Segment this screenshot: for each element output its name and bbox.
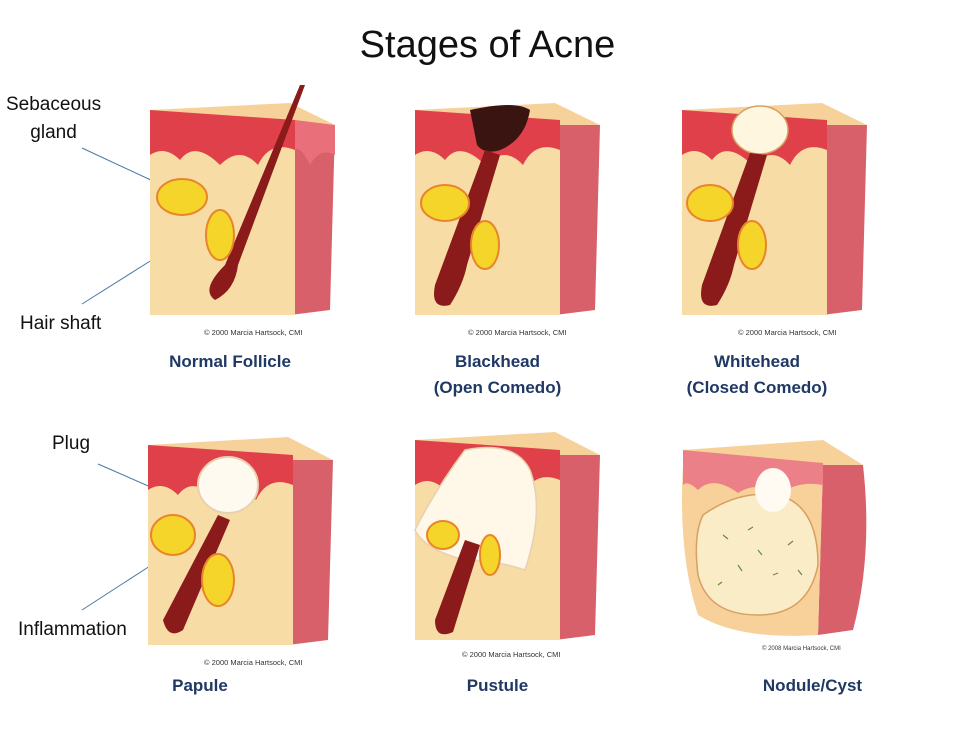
whitehead-illustration <box>682 103 867 315</box>
page-title: Stages of Acne <box>359 24 616 66</box>
stage-name: Pustule <box>466 676 529 695</box>
stage-title-blackhead: Blackhead (Open Comedo) <box>405 349 590 401</box>
papule-illustration <box>148 437 333 645</box>
inflammation-label: Inflammation <box>18 619 127 640</box>
credit-pustule: © 2000 Marcia Hartsock, CMI <box>462 650 561 659</box>
stage-title-nodule-cyst: Nodule/Cyst <box>750 673 875 699</box>
plug-label: Plug <box>52 433 91 454</box>
stage-name: Whitehead <box>714 352 800 371</box>
nodule-cyst-illustration <box>682 440 867 636</box>
stage-name: Papule <box>172 676 228 695</box>
stage-title-pustule: Pustule <box>455 673 540 699</box>
stage-name: Blackhead <box>454 352 541 371</box>
stage-title-whitehead: Whitehead (Closed Comedo) <box>672 349 842 401</box>
credit-normal-follicle: © 2000 Marcia Hartsock, CMI <box>204 328 303 337</box>
blackhead-illustration <box>415 103 600 315</box>
stage-name: Normal Follicle <box>169 352 291 371</box>
hair-shaft-label: Hair shaft <box>20 313 102 334</box>
sebaceous-gland-label: Sebaceous gland <box>6 91 101 147</box>
stage-title-normal-follicle: Normal Follicle <box>140 349 320 375</box>
sebaceous-label-line2: gland <box>30 122 77 143</box>
stage-name: Nodule/Cyst <box>762 676 863 695</box>
credit-blackhead: © 2000 Marcia Hartsock, CMI <box>468 328 567 337</box>
stage-subtitle: (Open Comedo) <box>433 378 562 397</box>
stage-title-papule: Papule <box>160 673 240 699</box>
credit-whitehead: © 2000 Marcia Hartsock, CMI <box>738 328 837 337</box>
credit-papule: © 2000 Marcia Hartsock, CMI <box>204 658 303 667</box>
sebaceous-label-line1: Sebaceous <box>6 94 102 115</box>
pustule-illustration <box>414 432 600 640</box>
stage-subtitle: (Closed Comedo) <box>686 378 828 397</box>
normal-follicle-illustration <box>150 85 335 315</box>
credit-nodule-cyst: © 2008 Marcia Hartsock, CMI <box>762 646 841 652</box>
